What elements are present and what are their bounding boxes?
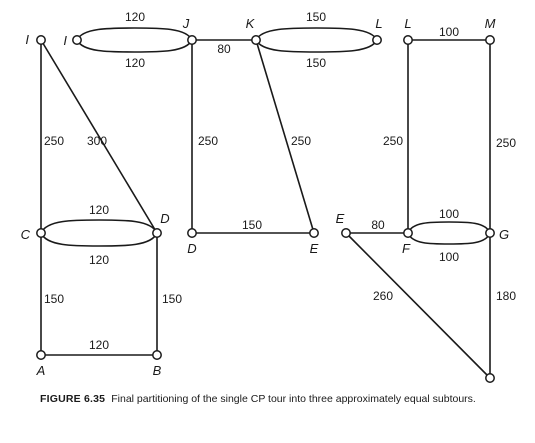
node-label-b: B — [153, 363, 162, 378]
node-a — [36, 350, 46, 360]
edge-label: 150 — [242, 218, 262, 232]
node-n — [485, 373, 495, 383]
node-label-e2: E — [336, 211, 345, 226]
node-label-d1: D — [160, 211, 169, 226]
edges-layer — [40, 27, 491, 379]
node-i1 — [36, 35, 46, 45]
edge-k-l1-down — [255, 39, 378, 53]
edge-label: 120 — [125, 56, 145, 70]
node-label-a: A — [36, 363, 46, 378]
figure-number: FIGURE 6.35 — [40, 393, 106, 405]
edge-i1-d1 — [40, 39, 158, 234]
edge-label: 80 — [371, 218, 385, 232]
edge-label: 150 — [162, 292, 182, 306]
edge-label: 250 — [383, 134, 403, 148]
node-label-e1: E — [310, 241, 319, 256]
edge-label: 150 — [306, 56, 326, 70]
node-label-k: K — [246, 16, 256, 31]
node-label-c: C — [21, 227, 31, 242]
node-e1 — [309, 228, 319, 238]
edge-label: 250 — [496, 136, 516, 150]
edge-label: 100 — [439, 250, 459, 264]
node-j — [187, 35, 197, 45]
edge-label: 250 — [198, 134, 218, 148]
node-label-i1: I — [25, 32, 29, 47]
node-e2 — [341, 228, 351, 238]
node-label-l2: L — [404, 16, 411, 31]
edge-label: 120 — [125, 10, 145, 24]
node-m — [485, 35, 495, 45]
edge-label: 80 — [217, 42, 231, 56]
edge-label: 300 — [87, 134, 107, 148]
node-f — [403, 228, 413, 238]
edge-k-e1 — [255, 39, 315, 234]
edge-c-d1-up — [40, 219, 158, 234]
node-label-g: G — [499, 227, 509, 242]
edge-c-d1-down — [40, 232, 158, 247]
edge-label: 150 — [44, 292, 64, 306]
edge-label: 120 — [89, 203, 109, 217]
edge-f-g-down — [407, 232, 491, 245]
edge-e2-n — [345, 232, 491, 379]
edge-label: 150 — [306, 10, 326, 24]
node-label-i2: I — [63, 33, 67, 48]
node-i2 — [72, 35, 82, 45]
edge-f-g-up — [407, 221, 491, 234]
node-l1 — [372, 35, 382, 45]
node-k — [251, 35, 261, 45]
edge-k-l1-up — [255, 27, 378, 41]
node-c — [36, 228, 46, 238]
edge-i2-j-down — [76, 39, 193, 53]
caption-text: Final partitioning of the single CP tour… — [111, 393, 476, 405]
edge-label: 100 — [439, 25, 459, 39]
edge-label: 250 — [44, 134, 64, 148]
edge-label: 120 — [89, 338, 109, 352]
node-l2 — [403, 35, 413, 45]
node-label-f: F — [402, 241, 411, 256]
node-g — [485, 228, 495, 238]
edge-label: 250 — [291, 134, 311, 148]
node-label-l1: L — [375, 16, 382, 31]
edge-label: 180 — [496, 289, 516, 303]
edge-i2-j-up — [76, 27, 193, 41]
node-labels-layer: I I J K L C D A B D E L M E F G — [21, 16, 509, 378]
node-label-m: M — [485, 16, 496, 31]
node-label-j: J — [182, 16, 190, 31]
edge-label: 100 — [439, 207, 459, 221]
edge-label: 260 — [373, 289, 393, 303]
nodes-layer — [36, 35, 495, 383]
node-d1 — [152, 228, 162, 238]
node-d2 — [187, 228, 197, 238]
figure-caption: FIGURE 6.35 Final partitioning of the sin… — [40, 392, 520, 406]
edge-label: 120 — [89, 253, 109, 267]
node-label-d2: D — [187, 241, 196, 256]
edge-labels-layer: 250 300 120 120 150 150 120 120 120 80 150 150 250 15… — [44, 10, 516, 352]
node-b — [152, 350, 162, 360]
